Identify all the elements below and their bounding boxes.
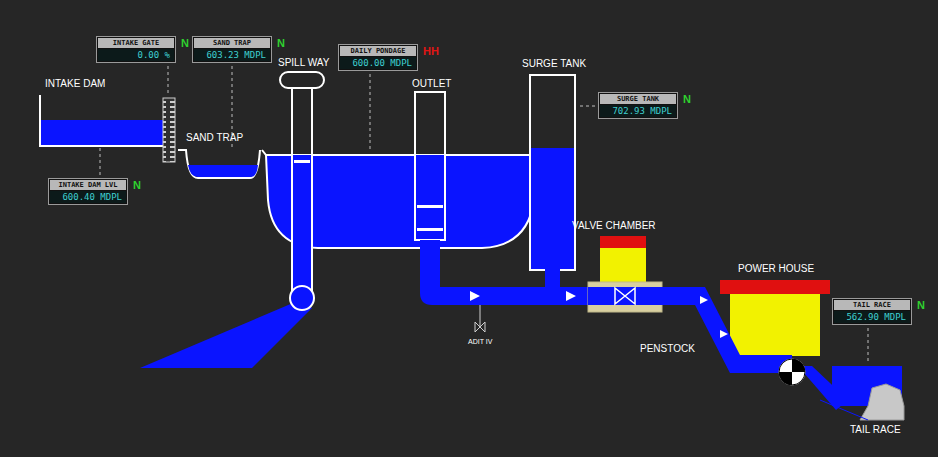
tag-title: DAILY PONDAGE	[340, 46, 416, 56]
gate-tag: INTAKE GATE0.00 %	[96, 36, 176, 63]
tag-title: TAIL RACE	[834, 300, 910, 310]
structure-label: SAND TRAP	[186, 132, 243, 143]
tag-value: 603.23 MDPL	[194, 49, 270, 61]
level-tag: TAIL RACE562.90 MDPL	[832, 298, 912, 325]
structure-label: SPILL WAY	[278, 57, 329, 68]
level-tag: SAND TRAP603.23 MDPL	[192, 36, 272, 63]
structure-label: PENSTOCK	[640, 343, 695, 354]
status-flag: HH	[423, 45, 439, 57]
structure-label: OUTLET	[412, 78, 451, 89]
level-tag: INTAKE DAM LVL600.40 MDPL	[48, 178, 128, 205]
tag-value: 600.00 MDPL	[340, 57, 416, 69]
tag-title: INTAKE DAM LVL	[50, 180, 126, 190]
tag-title: SURGE TANK	[600, 94, 676, 104]
tag-value: 562.90 MDPL	[834, 311, 910, 323]
structure-label: TAIL RACE	[850, 424, 901, 435]
tag-title: INTAKE GATE	[98, 38, 174, 48]
level-tag: SURGE TANK702.93 MDPL	[598, 92, 678, 119]
structure-label: INTAKE DAM	[45, 78, 105, 89]
status-flag: N	[181, 37, 189, 49]
structure-label: VALVE CHAMBER	[572, 220, 656, 231]
tag-title: SAND TRAP	[194, 38, 270, 48]
status-flag: N	[917, 299, 925, 311]
status-flag: N	[277, 37, 285, 49]
valve-label: ADIT IV	[468, 338, 492, 345]
tag-value: 702.93 MDPL	[600, 105, 676, 117]
status-flag: N	[683, 93, 691, 105]
status-flag: N	[133, 179, 141, 191]
structure-label: SURGE TANK	[522, 58, 586, 69]
tag-value: 600.40 MDPL	[50, 191, 126, 203]
structure-label: POWER HOUSE	[738, 263, 814, 274]
level-tag: DAILY PONDAGE600.00 MDPL	[338, 44, 418, 71]
tag-value: 0.00 %	[98, 49, 174, 61]
